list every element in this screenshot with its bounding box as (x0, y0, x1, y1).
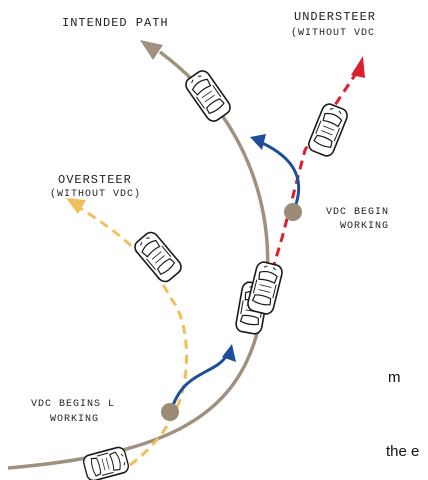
correction-arrowhead-upper (250, 134, 266, 150)
car-icon (81, 445, 131, 480)
understeer-arrowhead (351, 56, 365, 78)
car-icon (245, 259, 285, 317)
vdc-upper-label-line1: VDC BEGIN (326, 207, 389, 218)
oversteer-arrowhead (66, 198, 86, 214)
vdc-upper-label-line2: WORKING (340, 221, 389, 232)
understeer-path-line (266, 74, 357, 286)
cropped-text-the-e: the e (386, 443, 419, 460)
intended-path-arrowhead (140, 40, 163, 60)
oversteer-label: OVERSTEER (58, 173, 132, 187)
car-icon (305, 101, 351, 159)
vdc-point-upper (284, 203, 302, 221)
vdc-point-lower (161, 403, 179, 421)
car-icon (131, 228, 185, 286)
intended-path-label: INTENDED PATH (62, 16, 169, 30)
understeer-label: UNDERSTEER (294, 10, 376, 24)
correction-arrow-upper (259, 140, 301, 213)
vdc-lower-label-line2: WORKING (50, 414, 99, 425)
vdc-lower-label-line1: VDC BEGINS L (31, 399, 115, 410)
understeer-sublabel: (WITHOUT VDC (291, 27, 375, 39)
correction-arrow-lower (170, 354, 229, 409)
cropped-text-m: m (388, 369, 401, 386)
correction-arrowhead-lower (222, 344, 236, 362)
oversteer-path-line (79, 206, 188, 467)
oversteer-sublabel: (WITHOUT VDC) (50, 188, 141, 200)
intended-path-line (7, 50, 270, 470)
